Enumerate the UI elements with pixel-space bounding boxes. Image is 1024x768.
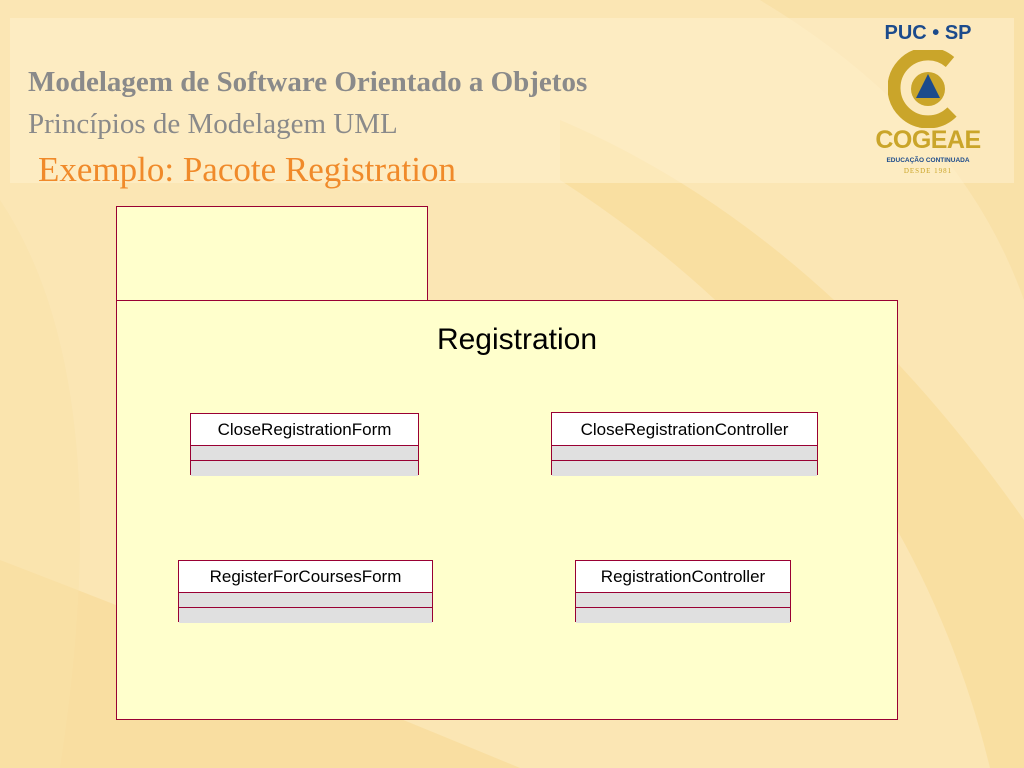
class-operations-compartment	[552, 461, 817, 476]
slide-title: Modelagem de Software Orientado a Objeto…	[28, 66, 588, 98]
uml-class-registration-controller: RegistrationController	[575, 560, 791, 623]
cogeae-logo: PUC • SP COGEAE EDUCAÇÃO CONTINUADA DESD…	[872, 20, 984, 182]
package-body: Registration	[116, 300, 898, 720]
uml-class-close-registration-controller: CloseRegistrationController	[551, 412, 818, 476]
class-name: RegistrationController	[576, 561, 790, 593]
cogeae-emblem-icon	[888, 50, 957, 128]
header-band	[10, 18, 1014, 183]
uml-class-register-for-courses-form: RegisterForCoursesForm	[178, 560, 433, 623]
class-operations-compartment	[191, 461, 418, 476]
class-operations-compartment	[576, 608, 790, 623]
slide-heading: Exemplo: Pacote Registration	[38, 150, 456, 189]
slide-subtitle: Princípios de Modelagem UML	[28, 108, 398, 140]
class-attributes-compartment	[179, 593, 432, 608]
package-tab	[116, 206, 428, 301]
logo-puc-sp-text: PUC • SP	[884, 22, 972, 44]
logo-tagline: EDUCAÇÃO CONTINUADA	[886, 157, 970, 164]
logo-cogeae-text: COGEAE	[875, 126, 981, 154]
class-name: CloseRegistrationController	[552, 413, 817, 446]
class-attributes-compartment	[552, 446, 817, 461]
class-attributes-compartment	[191, 446, 418, 461]
class-name: CloseRegistrationForm	[191, 414, 418, 446]
package-name: Registration	[436, 323, 598, 356]
uml-class-close-registration-form: CloseRegistrationForm	[190, 413, 419, 476]
class-attributes-compartment	[576, 593, 790, 608]
class-operations-compartment	[179, 608, 432, 623]
class-name: RegisterForCoursesForm	[179, 561, 432, 593]
logo-since: DESDE 1981	[903, 167, 953, 175]
